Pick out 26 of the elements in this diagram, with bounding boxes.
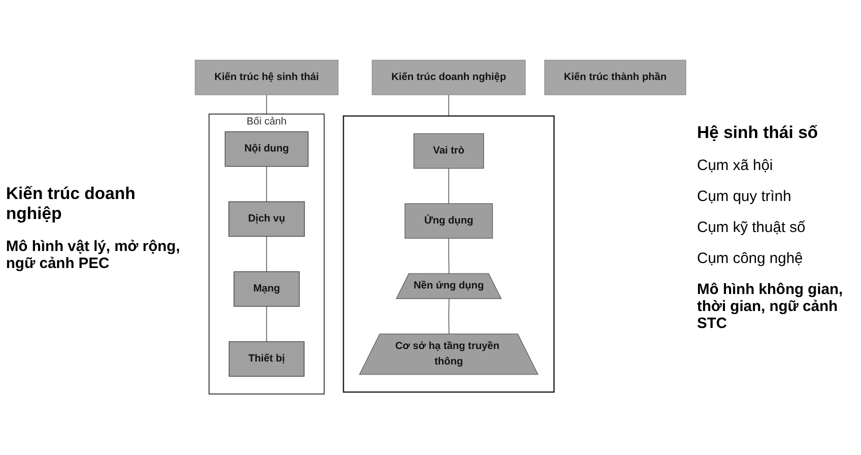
- connector: [448, 299, 450, 336]
- section-heading: Kiến trúc doanh nghiệp: [6, 184, 136, 224]
- connector: [266, 94, 267, 115]
- node-box: Kiến trúc hệ sinh thái: [194, 60, 338, 96]
- connector: [448, 238, 450, 275]
- node-box: Kiến trúc thành phần: [544, 60, 686, 96]
- node-box: Ứng dụng: [404, 204, 493, 240]
- node-box: Vai trò: [413, 134, 484, 170]
- layer-label: Cụm kỹ thuật số: [697, 219, 806, 236]
- connector: [266, 306, 267, 342]
- layer-label: Cụm xã hội: [697, 157, 774, 174]
- connector: [266, 166, 267, 202]
- section-heading: Hệ sinh thái số: [697, 123, 819, 143]
- node-box: Nội dung: [224, 132, 308, 168]
- layer-label: Cụm công nghệ: [697, 250, 804, 267]
- node-box: Mạng: [234, 272, 300, 308]
- node-box: Kiến trúc doanh nghiệp: [372, 60, 526, 96]
- layer-label: Cụm quy trình: [697, 188, 792, 205]
- node-box: Thiết bị: [228, 342, 304, 378]
- connector: [266, 236, 267, 272]
- node-box: Dịch vụ: [228, 202, 305, 238]
- caption: Mô hình vật lý, mở rộng, ngữ cảnh PEC: [6, 238, 182, 272]
- connector: [448, 94, 450, 117]
- caption: Mô hình không gian, thời gian, ngữ cảnh STC: [697, 281, 844, 332]
- connector: [448, 168, 450, 204]
- cluster: [342, 116, 555, 394]
